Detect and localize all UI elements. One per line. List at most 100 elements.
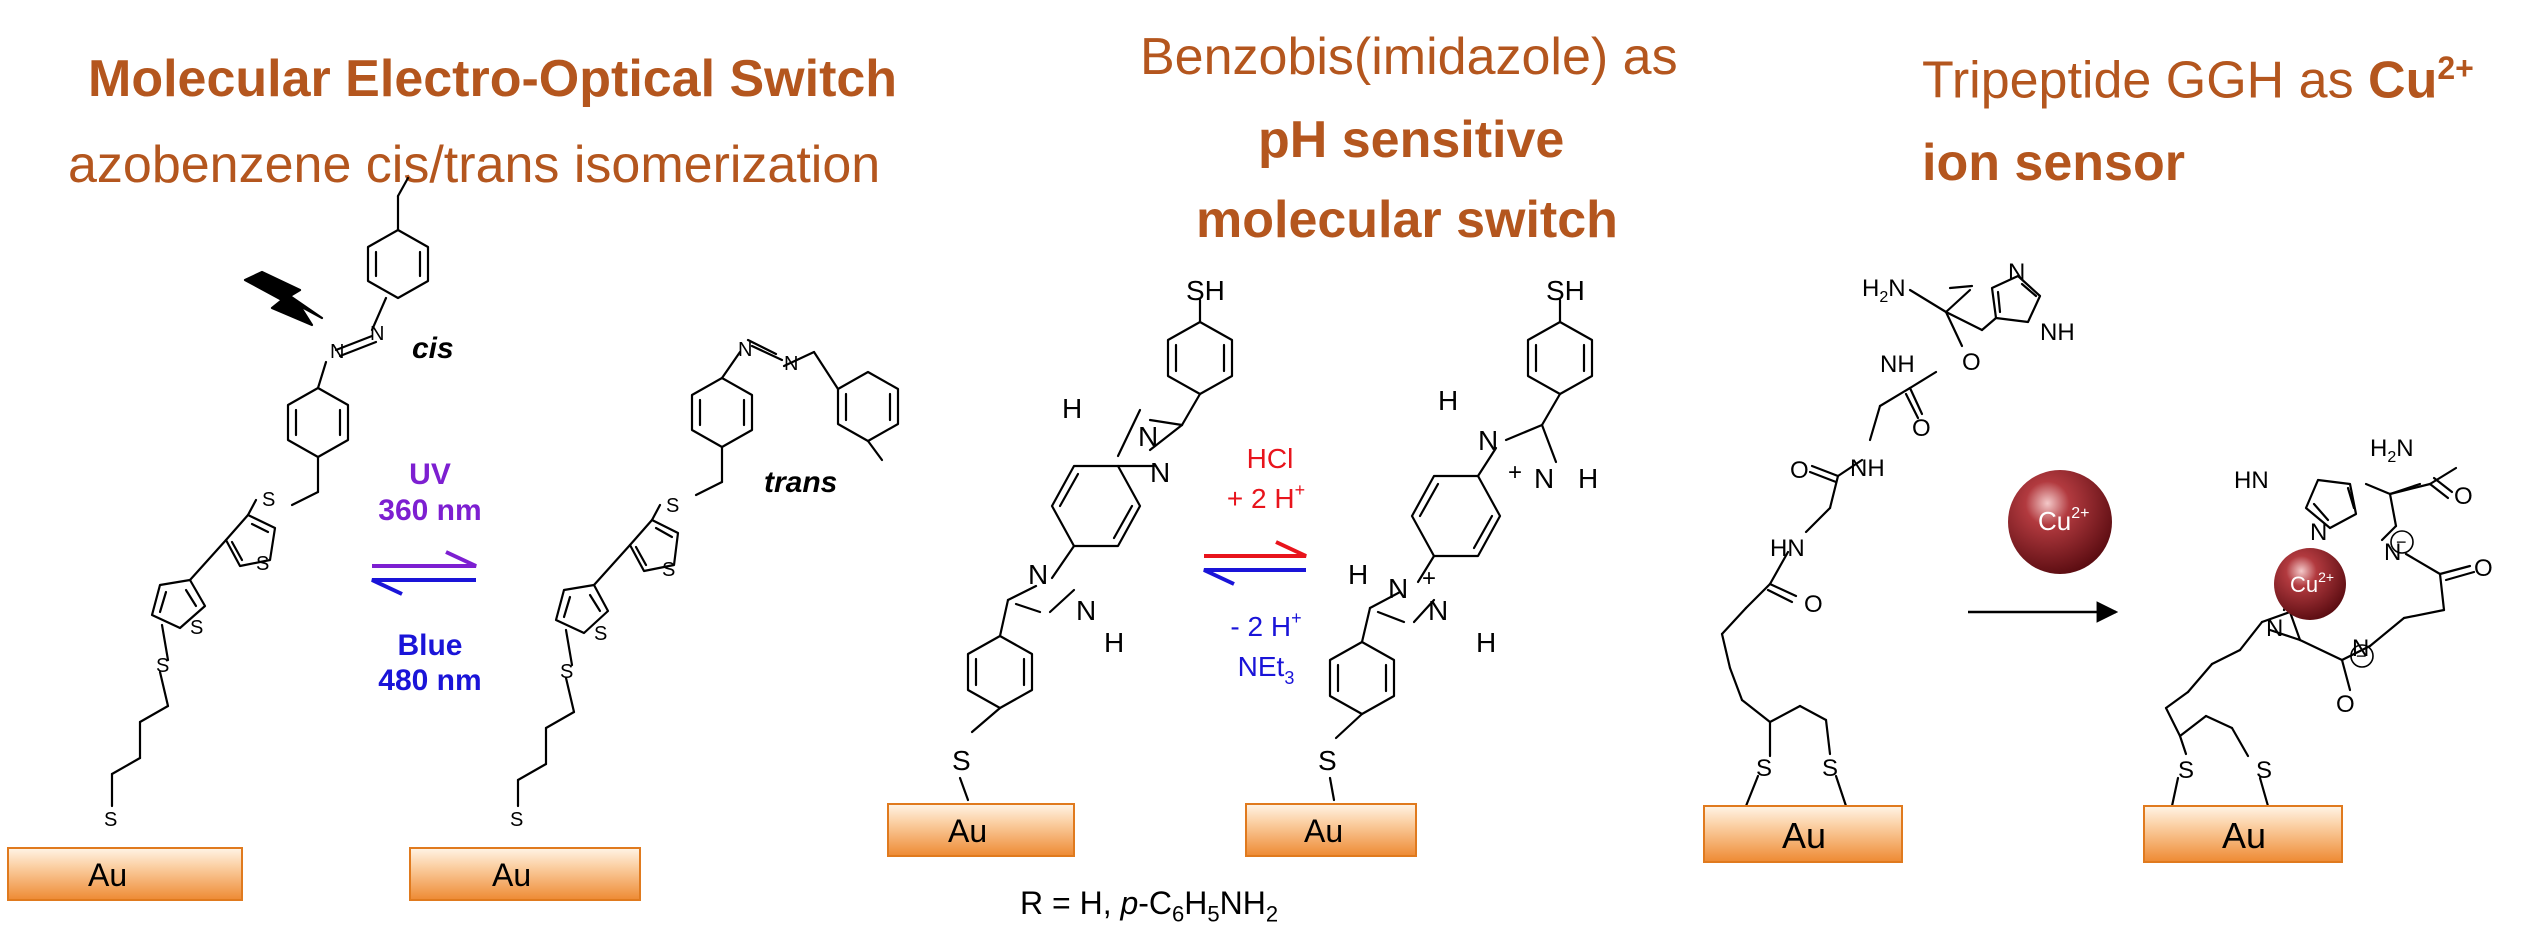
au-bar-4 (1245, 803, 1417, 857)
trans-s4: S (560, 661, 573, 683)
free-h2n: H2N (1862, 275, 1906, 306)
net3-text: NEt (1238, 651, 1285, 682)
free-nh1: NH (1880, 351, 1915, 378)
cplx-h2n-sub: 2 (2387, 449, 2396, 466)
gold-substrates (7, 803, 2343, 901)
free-o3: O (1790, 457, 1809, 484)
au-label-4: Au (1304, 813, 1343, 849)
free-o4: O (1804, 591, 1823, 618)
plus-2h-text: + 2 H (1227, 483, 1295, 514)
au-bar-1 (7, 847, 243, 901)
cu-complex-label: Cu2+ (2290, 569, 2334, 597)
panel2-title-line3: molecular switch (1196, 191, 1618, 249)
cplx-o1: O (2454, 483, 2473, 510)
prot-h-top: H (1438, 385, 1458, 416)
cplx-charge-2: − (2356, 646, 2367, 666)
cplx-o2: O (2474, 555, 2493, 582)
plus-2h-label: + 2 H+ (1227, 480, 1305, 514)
uv-label: UV (409, 458, 451, 491)
cis-n2: N (370, 323, 384, 345)
panel3-title-cu: Cu (2368, 51, 2438, 110)
benzobisimidazole-neutral (958, 298, 1234, 802)
neutral-n-bottom: N (1076, 595, 1096, 626)
prot-n-left: N (1388, 573, 1408, 604)
footnote-sub3: 2 (1265, 901, 1279, 927)
light-equilibrium-arrows (371, 550, 477, 596)
plus-2h-charge: + (1295, 480, 1306, 500)
cplx-n2: N (2266, 615, 2283, 642)
trans-azobenzene-molecule (516, 338, 900, 808)
free-h2n-sub: 2 (1879, 289, 1888, 306)
minus-2h-label: - 2 H+ (1230, 608, 1301, 642)
cu-complex-charge: 2+ (2318, 569, 2334, 585)
neutral-n-right: N (1150, 457, 1170, 488)
blue-label: Blue (397, 629, 462, 662)
prot-charge-2: + (1422, 565, 1436, 592)
cplx-h2n: H2N (2370, 435, 2414, 466)
cplx-h2n-n: N (2396, 435, 2413, 462)
footnote-nh: NH (1219, 885, 1266, 921)
net3-label: NEt3 (1238, 651, 1295, 688)
panel3-title-line1: Tripeptide GGH as Cu2+ (1922, 51, 2474, 110)
au-label-6: Au (2222, 815, 2266, 856)
trans-s3: S (594, 623, 607, 645)
footnote-sub1: 6 (1172, 901, 1185, 927)
acid-base-equilibrium-arrows (1203, 540, 1307, 586)
free-n-ring1: N (2008, 259, 2025, 286)
trans-s2: S (662, 559, 675, 581)
cu-complex-text: Cu (2290, 572, 2318, 597)
cplx-h2n-h: H (2370, 435, 2387, 462)
minus-2h-text: - 2 H (1230, 611, 1291, 642)
panel3-title-line2: ion sensor (1922, 134, 2185, 192)
cplx-n-ring: N (2310, 519, 2327, 546)
cis-s1: S (262, 489, 275, 511)
au-label-1: Au (88, 857, 127, 893)
cu-ion-text: Cu (2038, 506, 2071, 536)
au-label-3: Au (948, 813, 987, 849)
neutral-s: S (952, 745, 971, 776)
free-o2: O (1912, 415, 1931, 442)
panel3-title-text: Tripeptide GGH as (1922, 51, 2369, 110)
cplx-n3: N (2352, 635, 2369, 662)
neutral-sh: SH (1186, 275, 1225, 306)
cis-azobenzene-molecule (110, 176, 430, 808)
neutral-n-top: N (1138, 421, 1158, 452)
free-hn: HN (1770, 535, 1805, 562)
cis-s3: S (190, 617, 203, 639)
cis-s4: S (156, 655, 169, 677)
panel2-footnote: R = H, p-C6H5NH2 (1020, 885, 1278, 927)
panel1-subtitle: azobenzene cis/trans isomerization (68, 136, 881, 194)
footnote-r: R = H, (1020, 885, 1121, 921)
au-label-2: Au (492, 857, 531, 893)
blue-wavelength: 480 nm (378, 664, 481, 697)
trans-label: trans (764, 466, 837, 499)
au-bar-6 (2143, 805, 2343, 863)
hcl-label: HCl (1247, 443, 1294, 474)
net3-sub: 3 (1284, 668, 1294, 688)
au-bar-5 (1703, 805, 1903, 863)
cis-s2: S (256, 553, 269, 575)
panel2-title-line1: Benzobis(imidazole) as (1140, 28, 1678, 86)
cplx-n1: N (2384, 539, 2401, 566)
protonated-sh: SH (1546, 275, 1585, 306)
free-h2n-n: N (1888, 275, 1905, 302)
prot-n-top: N (1478, 425, 1498, 456)
neutral-h-top: H (1062, 393, 1082, 424)
free-h2n-h: H (1862, 275, 1879, 302)
trans-s1: S (666, 495, 679, 517)
cplx-s2: S (2256, 757, 2272, 784)
footnote-sub2: 5 (1207, 901, 1220, 927)
benzobisimidazole-protonated (1328, 298, 1594, 802)
free-o1: O (1962, 349, 1981, 376)
panel2-title-line2: pH sensitive (1258, 111, 1565, 169)
cis-label: cis (412, 332, 454, 365)
cplx-s1: S (2178, 757, 2194, 784)
footnote-p: p (1120, 885, 1139, 921)
footnote-h: H (1184, 885, 1208, 921)
free-s2: S (1822, 755, 1838, 782)
prot-n-right: N (1534, 463, 1554, 494)
uv-wavelength: 360 nm (378, 494, 481, 527)
prot-h-right: H (1578, 463, 1598, 494)
minus-2h-charge: + (1291, 608, 1302, 628)
